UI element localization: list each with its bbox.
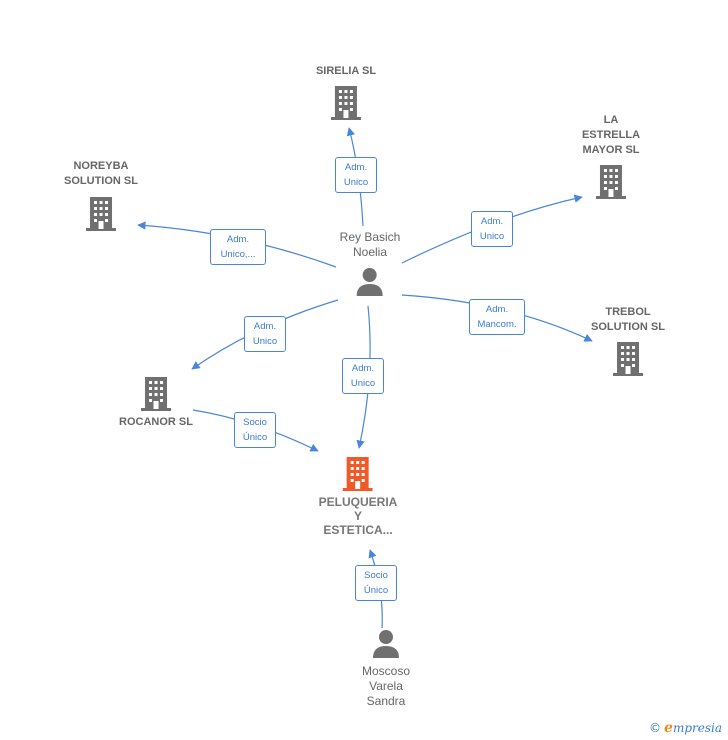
node-trebol[interactable]: TREBOL SOLUTION SL	[591, 305, 665, 376]
building-icon	[85, 197, 116, 231]
person-icon	[356, 268, 383, 296]
building-icon	[330, 86, 361, 120]
node-label: Rey Basich Noelia	[339, 230, 401, 259]
node-label: NOREYBA SOLUTION SL	[64, 160, 138, 187]
building-icon	[596, 165, 626, 199]
edge-label-rey-trebol[interactable]: Adm. Mancom.	[469, 299, 525, 335]
edge-label-rey-peluqueria[interactable]: Adm. Unico	[342, 358, 384, 394]
node-label: SIRELIA SL	[315, 65, 377, 77]
building-icon	[140, 377, 171, 411]
edge-label-rey-rocanor[interactable]: Adm. Unico	[244, 316, 286, 352]
node-noreyba[interactable]: NOREYBA SOLUTION SL	[64, 159, 138, 231]
node-sirelia[interactable]: SIRELIA SL	[316, 64, 376, 120]
building-icon	[612, 342, 643, 376]
edge-label-rey-noreyba[interactable]: Adm. Unico,...	[210, 229, 266, 265]
edge-label-rocanor-peluqueria[interactable]: Socio Único	[234, 412, 276, 448]
brand-name: mpresia	[672, 721, 722, 735]
footer-brand[interactable]: ©empresia	[649, 720, 722, 736]
node-label: Moscoso Varela Sandra	[361, 664, 411, 708]
node-label: PELUQUERIA Y ESTETICA...	[318, 495, 398, 537]
node-peluqueria[interactable]: PELUQUERIA Y ESTETICA...	[318, 455, 398, 537]
node-label: ROCANOR SL	[119, 416, 193, 428]
node-label: LA ESTRELLA MAYOR SL	[581, 114, 641, 156]
brand-logo-e: e	[664, 720, 673, 736]
node-moscoso[interactable]: Moscoso Varela Sandra	[362, 628, 410, 709]
node-la-estrella[interactable]: LA ESTRELLA MAYOR SL	[582, 113, 640, 199]
edge-label-rey-sirelia[interactable]: Adm. Unico	[335, 157, 377, 193]
node-rocanor[interactable]: ROCANOR SL	[119, 375, 193, 430]
edge-label-moscoso-peluqueria[interactable]: Socio Único	[355, 565, 397, 601]
building-icon	[343, 457, 373, 491]
node-rey-basich[interactable]: Rey Basich Noelia	[339, 230, 401, 296]
edge-label-rey-estrella[interactable]: Adm. Unico	[471, 211, 513, 247]
copyright-symbol: ©	[649, 721, 662, 735]
person-icon	[373, 630, 399, 658]
node-label: TREBOL SOLUTION SL	[591, 306, 665, 333]
